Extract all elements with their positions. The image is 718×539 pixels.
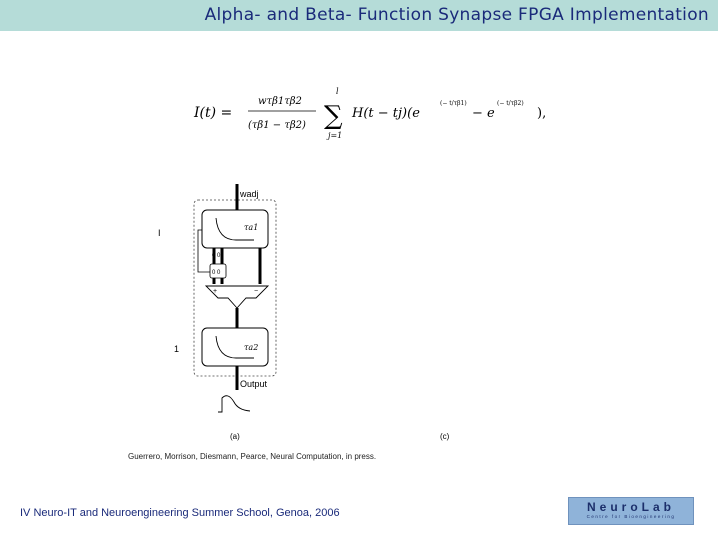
plus-sign: + <box>213 288 217 295</box>
feedback-line <box>197 229 210 273</box>
subtractor-unit <box>204 285 270 309</box>
minus-sign: − <box>254 288 258 295</box>
synapse-formula: I(t) = wτβ1τβ2 (τβ1 − τβ2) l ∑ j=1 H(t −… <box>193 87 546 140</box>
sum-symbol: ∑ <box>324 101 343 131</box>
footer-event: IV Neuro-IT and Neuroengineering Summer … <box>20 507 340 519</box>
mux-bottom-label: 0 0 <box>212 270 221 276</box>
weight-label: wadj <box>239 189 259 199</box>
mux-register <box>209 263 227 279</box>
sum-lower-limit: j=1 <box>326 131 342 140</box>
formula-numerator: wτβ1τβ2 <box>258 96 302 107</box>
title-bar: Alpha- and Beta- Function Synapse FPGA I… <box>0 0 718 31</box>
neurolab-logo: NeuroLab Centre for Bioengineering <box>568 497 694 525</box>
output-waveform <box>218 395 251 413</box>
tau2-filter-block <box>201 327 269 367</box>
fpga-block-diagram: wadj τa1 I 0 0 0 0 + − τa2 1 Output (a) … <box>158 184 450 441</box>
input-label-2: 1 <box>174 344 179 354</box>
caption-a: (a) <box>230 432 240 441</box>
tau1-label: τa1 <box>244 223 258 232</box>
tau1-filter-block <box>201 209 269 249</box>
fpga-boundary <box>193 199 277 377</box>
input-label-1: I <box>158 228 161 238</box>
formula-exp-2: (− t/τβ2) <box>497 100 524 107</box>
formula-body-end: ), <box>537 106 546 121</box>
tau2-decay-curve <box>215 335 254 359</box>
logo-name: NeuroLab <box>586 500 675 514</box>
formula-exp-1: (− t/τβ1) <box>440 100 467 107</box>
formula-body: H(t − tj)(e <box>351 106 420 121</box>
formula-lhs: I(t) = <box>193 105 232 121</box>
logo-subtitle: Centre for Bioengineering <box>586 514 676 519</box>
formula-body-mid: − e <box>472 106 495 121</box>
caption-c: (c) <box>440 432 450 441</box>
sum-upper-limit: l <box>336 87 339 96</box>
output-label: Output <box>240 379 268 389</box>
formula-denominator: (τβ1 − τβ2) <box>248 120 306 131</box>
slide-title: Alpha- and Beta- Function Synapse FPGA I… <box>204 5 709 25</box>
tau2-label: τa2 <box>244 343 258 352</box>
citation-text: Guerrero, Morrison, Diesmann, Pearce, Ne… <box>128 452 377 461</box>
tau1-decay-curve <box>215 217 254 241</box>
mux-top-label: 0 0 <box>212 253 221 259</box>
